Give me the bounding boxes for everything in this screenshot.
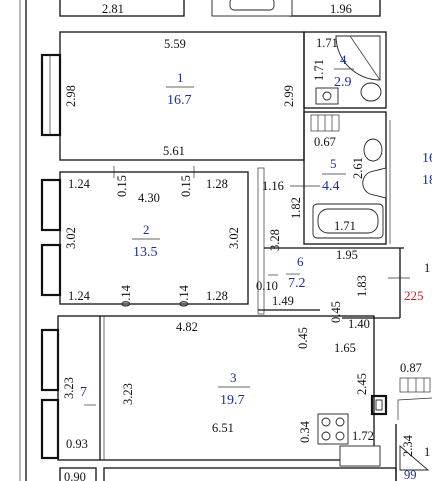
dim-r5-side: 2.61 <box>351 157 365 179</box>
dim-r6-b: 1.49 <box>272 294 294 308</box>
dim-r3-right: 2.45 <box>355 373 369 395</box>
dim-r2-b1: 0.14 <box>119 284 133 307</box>
room-3-window-upper <box>40 328 60 392</box>
dim-r3-bottom: 6.51 <box>212 421 234 435</box>
edge-label-4: 7 <box>80 385 87 400</box>
dim-top-left: 2.81 <box>102 2 124 16</box>
dim-r2-b2: 0.14 <box>177 284 191 307</box>
dim-r6-left: 3.28 <box>268 229 282 251</box>
dim-r5-low: 1.82 <box>289 197 303 219</box>
room-6-number: 6 <box>297 254 304 269</box>
dim-r6-e: 1.40 <box>348 317 370 331</box>
dim-r6-d: 0.45 <box>296 327 310 349</box>
dim-left-b: 0.93 <box>66 437 88 451</box>
edge-label-3: 1 <box>424 261 430 275</box>
dim-r2-tl: 1.24 <box>68 177 91 191</box>
right-triangle <box>399 445 430 471</box>
room-5-toilet <box>363 138 383 162</box>
dim-r3-b: 1.72 <box>352 429 374 443</box>
dim-right-c: 99 <box>404 468 417 481</box>
dim-bottom-a: 0.90 <box>64 470 86 481</box>
room-1-window <box>40 53 62 137</box>
stove-burner-1 <box>321 417 331 427</box>
dim-r5-tub: 1.71 <box>334 219 356 233</box>
dim-r2-left: 3.02 <box>64 227 78 249</box>
room-2-walls <box>59 171 249 305</box>
dim-r6-c: 0.45 <box>329 301 343 323</box>
stove-burner-2 <box>335 417 345 427</box>
room-3-window-lower <box>40 398 60 460</box>
right-stair <box>399 377 431 393</box>
edge-red-label: 225 <box>404 288 424 303</box>
dim-r2-br: 1.28 <box>206 289 228 303</box>
room-2-window-upper <box>40 178 62 232</box>
dim-top-right: 1.96 <box>330 2 352 16</box>
dim-r3-top: 4.82 <box>176 320 198 334</box>
bottom-left-room-wall <box>59 467 97 481</box>
room-4-toilet <box>360 82 382 102</box>
dim-r6-f: 1.65 <box>334 341 356 355</box>
dim-r5-top: 0.67 <box>314 135 336 149</box>
room-3-number: 3 <box>230 370 237 385</box>
dim-r6-right: 1.83 <box>355 275 369 297</box>
room-4-area: 2.9 <box>334 75 352 90</box>
dim-right-a: 0.87 <box>400 361 422 375</box>
room-4-walls <box>303 31 387 109</box>
room-2-number: 2 <box>143 222 150 237</box>
room-5-sink <box>362 167 387 199</box>
bottom-room-wall <box>103 467 397 481</box>
room-2-window-lower <box>40 243 62 297</box>
dim-r1-bottom: 5.61 <box>163 144 185 158</box>
dim-r2-bl: 1.24 <box>68 289 91 303</box>
dim-r1-top: 5.59 <box>164 37 186 51</box>
room-1-area: 16.7 <box>167 93 192 108</box>
top-bathtub-inner <box>229 0 275 11</box>
bathtub-inner <box>317 208 379 234</box>
dim-r2-tr: 1.28 <box>206 177 228 191</box>
dim-r3-left: 3.23 <box>121 383 135 405</box>
dim-r2-t2: 0.15 <box>179 175 193 197</box>
dim-r4-side: 1.71 <box>312 59 326 81</box>
dim-r1-right: 2.99 <box>282 85 296 107</box>
room-6-area: 7.2 <box>288 276 306 291</box>
kitchen-sink <box>339 445 381 467</box>
corridor-wall <box>257 167 265 315</box>
dim-right-b: 2.34 <box>401 434 415 457</box>
dim-r2-top: 4.30 <box>138 191 160 205</box>
dim-r2-right: 3.02 <box>227 227 241 249</box>
dim-r2-t1: 0.15 <box>115 175 129 197</box>
room-2-area: 13.5 <box>133 245 158 260</box>
stove <box>317 413 349 445</box>
room-4-sink-drain <box>322 91 332 101</box>
stove-burner-3 <box>321 431 331 441</box>
dim-r6-top: 1.95 <box>336 248 358 262</box>
dim-left-w: 3.23 <box>62 377 76 399</box>
dim-r4-top: 1.71 <box>316 36 338 50</box>
room-3-column <box>370 394 388 416</box>
edge-label-1: 16 <box>422 151 432 166</box>
top-left-room-wall <box>59 0 185 17</box>
room-4-number: 4 <box>340 52 347 67</box>
room-5-area: 4.4 <box>322 179 340 194</box>
dim-r6-a: 0.10 <box>256 279 278 293</box>
dim-r5-left: 1.16 <box>262 179 284 193</box>
shower-diagonal <box>349 35 381 81</box>
edge-label-2: 18 <box>422 173 432 188</box>
room-5-number: 5 <box>330 156 337 171</box>
right-wedge <box>397 397 432 420</box>
dim-r1-left: 2.98 <box>64 85 78 107</box>
room-1-number: 1 <box>177 70 184 85</box>
edge-label-5: 1 <box>424 445 430 459</box>
dim-r3-a: 0.34 <box>298 420 312 443</box>
room-3-column-inner <box>375 399 383 411</box>
stove-burner-4 <box>335 431 345 441</box>
shower-tray <box>335 35 381 81</box>
room-3-area: 19.7 <box>220 393 245 408</box>
